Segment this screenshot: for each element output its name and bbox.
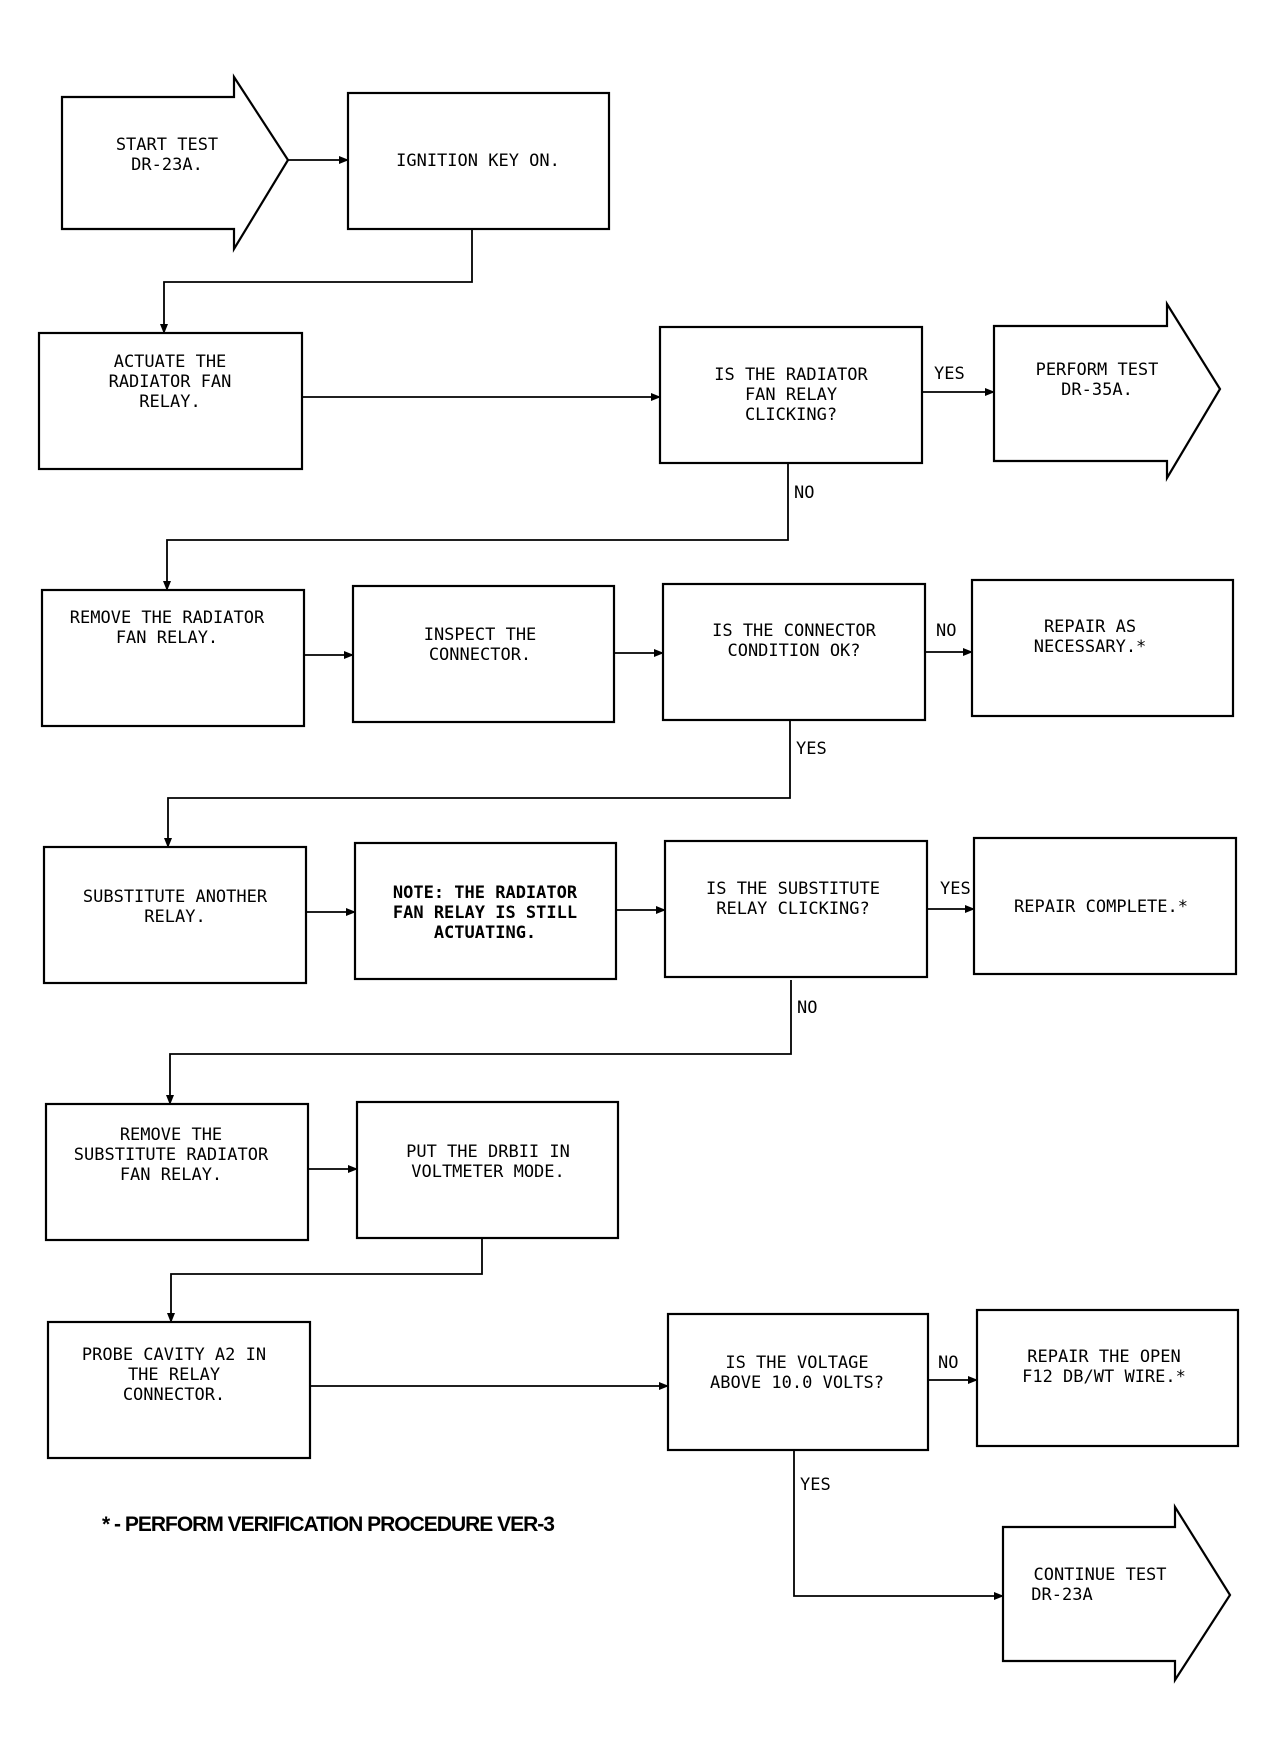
connectors xyxy=(160,156,1004,1600)
connector-ok-decision: IS THE CONNECTOR CONDITION OK? xyxy=(661,582,927,722)
connector-ok-yes-label: YES xyxy=(796,739,827,759)
voltage-check-line-1: IS THE VOLTAGE xyxy=(725,1353,868,1373)
voltage-check-decision: IS THE VOLTAGE ABOVE 10.0 VOLTS? xyxy=(666,1312,930,1452)
probe-cavity-line-2: THE RELAY xyxy=(128,1365,220,1385)
perform-test-line-2: DR-35A. xyxy=(1061,380,1133,400)
substitute-clicking-decision: IS THE SUBSTITUTE RELAY CLICKING? xyxy=(663,839,929,979)
remove-substitute-box: REMOVE THE SUBSTITUTE RADIATOR FAN RELAY… xyxy=(44,1102,310,1242)
relay-clicking-line-1: IS THE RADIATOR xyxy=(714,365,868,385)
relay-clicking-line-3: CLICKING? xyxy=(745,405,837,425)
actuate-relay-line-1: ACTUATE THE xyxy=(114,352,227,372)
start-test-arrow: START TEST DR-23A. xyxy=(60,73,290,253)
edge-connector-yes xyxy=(164,720,791,848)
probe-cavity-line-3: CONNECTOR. xyxy=(123,1385,225,1405)
continue-test-arrow: CONTINUE TEST DR-23A xyxy=(1001,1503,1232,1684)
substitute-clicking-line-1: IS THE SUBSTITUTE xyxy=(706,879,880,899)
repair-open-wire-line-2: F12 DB/WT WIRE.* xyxy=(1022,1367,1186,1387)
voltage-no-label: NO xyxy=(938,1353,958,1373)
footnote-verification: * - PERFORM VERIFICATION PROCEDURE VER-3 xyxy=(102,1513,554,1536)
repair-open-wire-line-1: REPAIR THE OPEN xyxy=(1027,1347,1181,1367)
start-test-line-1: START TEST xyxy=(116,135,218,155)
perform-test-line-1: PERFORM TEST xyxy=(1036,360,1159,380)
edge-substitute-no xyxy=(166,980,792,1105)
remove-substitute-line-3: FAN RELAY. xyxy=(120,1165,222,1185)
edge-ignition-to-actuate xyxy=(160,229,473,334)
edge-drbii-to-probe xyxy=(167,1238,483,1323)
edge-voltage-yes xyxy=(793,1450,1004,1600)
relay-clicking-yes-label: YES xyxy=(934,364,965,384)
ignition-key-box: IGNITION KEY ON. xyxy=(346,91,611,231)
note-actuating-line-2: FAN RELAY IS STILL xyxy=(393,903,577,923)
edge-clicking-no xyxy=(163,463,789,591)
inspect-connector-box: INSPECT THE CONNECTOR. xyxy=(351,584,616,724)
perform-test-arrow: PERFORM TEST DR-35A. xyxy=(992,300,1222,482)
note-actuating-line-1: NOTE: THE RADIATOR xyxy=(393,883,578,903)
ignition-key-line-1: IGNITION KEY ON. xyxy=(396,151,560,171)
connector-ok-line-1: IS THE CONNECTOR xyxy=(712,621,877,641)
drbii-voltmeter-box: PUT THE DRBII IN VOLTMETER MODE. xyxy=(355,1100,620,1240)
drbii-voltmeter-line-2: VOLTMETER MODE. xyxy=(411,1162,565,1182)
relay-clicking-line-2: FAN RELAY xyxy=(745,385,837,405)
voltage-yes-label: YES xyxy=(800,1475,831,1495)
relay-clicking-no-label: NO xyxy=(794,483,814,503)
note-actuating-box: NOTE: THE RADIATOR FAN RELAY IS STILL AC… xyxy=(353,841,618,981)
probe-cavity-line-1: PROBE CAVITY A2 IN xyxy=(82,1345,266,1365)
substitute-clicking-no-label: NO xyxy=(797,998,817,1018)
substitute-relay-line-2: RELAY. xyxy=(144,907,205,927)
connector-ok-line-2: CONDITION OK? xyxy=(727,641,860,661)
relay-clicking-decision: IS THE RADIATOR FAN RELAY CLICKING? xyxy=(658,325,924,465)
substitute-relay-box: SUBSTITUTE ANOTHER RELAY. xyxy=(42,845,308,985)
remove-relay-line-1: REMOVE THE RADIATOR xyxy=(70,608,265,628)
remove-relay-box: REMOVE THE RADIATOR FAN RELAY. xyxy=(40,588,306,728)
remove-relay-line-2: FAN RELAY. xyxy=(116,628,218,648)
repair-complete-line-1: REPAIR COMPLETE.* xyxy=(1014,897,1188,917)
repair-necessary-line-1: REPAIR AS xyxy=(1044,617,1136,637)
repair-necessary-box: REPAIR AS NECESSARY.* xyxy=(970,578,1235,718)
repair-complete-box: REPAIR COMPLETE.* xyxy=(972,836,1238,976)
actuate-relay-line-2: RADIATOR FAN xyxy=(109,372,232,392)
substitute-clicking-yes-label: YES xyxy=(940,879,971,899)
substitute-clicking-line-2: RELAY CLICKING? xyxy=(716,899,870,919)
continue-test-line-2: DR-23A xyxy=(1031,1585,1092,1605)
actuate-relay-line-3: RELAY. xyxy=(139,392,200,412)
probe-cavity-box: PROBE CAVITY A2 IN THE RELAY CONNECTOR. xyxy=(46,1320,312,1460)
connector-ok-no-label: NO xyxy=(936,621,956,641)
inspect-connector-line-2: CONNECTOR. xyxy=(429,645,531,665)
remove-substitute-line-2: SUBSTITUTE RADIATOR xyxy=(74,1145,269,1165)
voltage-check-line-2: ABOVE 10.0 VOLTS? xyxy=(710,1373,884,1393)
repair-necessary-line-2: NECESSARY.* xyxy=(1034,637,1147,657)
actuate-relay-box: ACTUATE THE RADIATOR FAN RELAY. xyxy=(37,331,304,471)
start-test-line-2: DR-23A. xyxy=(131,155,203,175)
inspect-connector-line-1: INSPECT THE xyxy=(424,625,537,645)
note-actuating-line-3: ACTUATING. xyxy=(434,923,536,943)
continue-test-line-1: CONTINUE TEST xyxy=(1033,1565,1166,1585)
remove-substitute-line-1: REMOVE THE xyxy=(120,1125,222,1145)
drbii-voltmeter-line-1: PUT THE DRBII IN xyxy=(406,1142,570,1162)
repair-open-wire-box: REPAIR THE OPEN F12 DB/WT WIRE.* xyxy=(975,1308,1240,1448)
substitute-relay-line-1: SUBSTITUTE ANOTHER xyxy=(83,887,268,907)
